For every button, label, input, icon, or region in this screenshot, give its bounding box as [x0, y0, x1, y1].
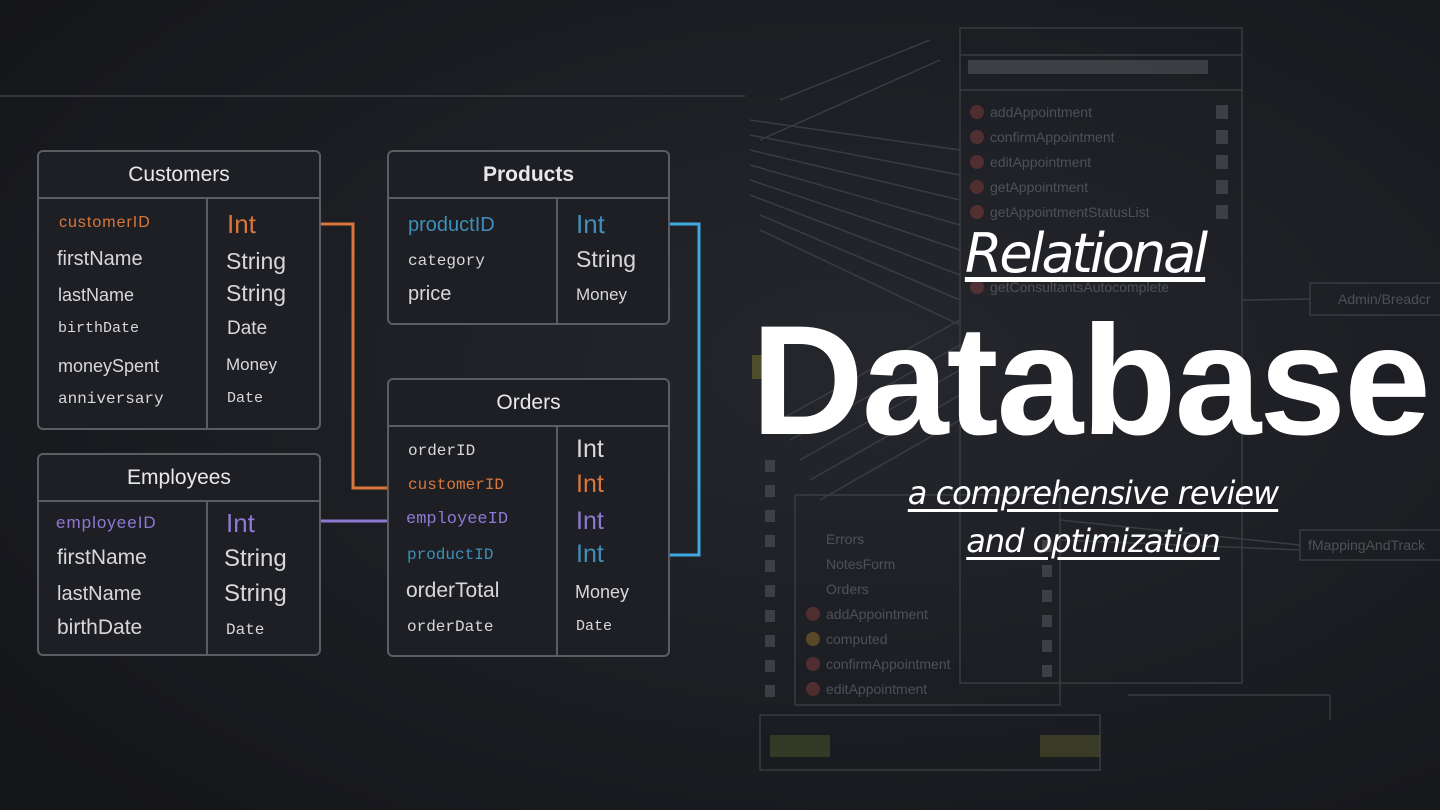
products-table: Products productID category price Int St… [387, 150, 670, 325]
orders-type-productid: Int [576, 540, 604, 568]
orders-type-orderdate: Date [576, 618, 613, 635]
orders-type-employeeid: Int [576, 507, 604, 535]
customers-field-moneyspent: moneySpent [58, 356, 160, 376]
products-type-category: String [576, 246, 637, 272]
products-field-productid: productID [408, 214, 495, 236]
employees-table: Employees employeeID firstName lastName … [37, 453, 321, 656]
bg-method-label: Orders [826, 581, 869, 597]
employees-type-firstname: String [224, 545, 287, 572]
employees-type-lastname: String [224, 580, 287, 607]
bg-method-label: computed [826, 631, 887, 647]
bg-method-label: confirmAppointment [990, 129, 1115, 145]
products-type-price: Money [576, 285, 628, 304]
employees-field-firstname: firstName [57, 546, 147, 569]
bg-method-label: editAppointment [990, 154, 1091, 170]
customers-type-birthdate: Date [227, 318, 268, 339]
bg-node-label: fMappingAndTrack [1308, 537, 1426, 553]
bg-method-label: confirmAppointment [826, 656, 951, 672]
products-field-category: category [408, 252, 485, 270]
orders-type-customerid: Int [576, 470, 604, 498]
customers-table-title: Customers [39, 152, 319, 199]
bg-method-label: addAppointment [990, 104, 1092, 120]
bg-method-label: addAppointment [826, 606, 928, 622]
orders-table-title: Orders [389, 380, 668, 427]
customers-field-birthdate: birthDate [58, 320, 140, 337]
customers-field-lastname: lastName [58, 285, 135, 305]
customers-type-lastname: String [226, 280, 287, 306]
customers-type-anniversary: Date [227, 390, 264, 407]
bg-node-label: Admin/Breadcr [1338, 291, 1431, 307]
orders-type-orderid: Int [576, 435, 604, 463]
products-field-price: price [408, 283, 452, 305]
orders-type-ordertotal: Money [575, 582, 630, 602]
orders-field-customerid: customerID [408, 476, 505, 494]
headline-database: Database [751, 294, 1431, 468]
employees-field-birthdate: birthDate [57, 616, 143, 639]
employees-type-employeeid: Int [226, 508, 255, 538]
bg-method-label: getAppointmentStatusList [990, 204, 1150, 220]
employees-field-employeeid: employeeID [56, 513, 157, 532]
bg-method-label: getConsultantsAutocomplete [990, 279, 1169, 295]
employees-type-birthdate: Date [226, 621, 265, 639]
customers-type-customerid: Int [227, 209, 256, 239]
bg-method-label: getAppointment [990, 179, 1088, 195]
orders-field-orderid: orderID [408, 442, 476, 460]
headline-subtitle-line1: a comprehensive review [907, 474, 1279, 512]
bg-method-label: NotesForm [826, 556, 895, 572]
orders-field-orderdate: orderDate [407, 618, 494, 636]
employees-table-title: Employees [39, 455, 319, 502]
bg-method-label: Errors [826, 531, 864, 547]
employees-field-lastname: lastName [57, 583, 142, 605]
products-table-title: Products [389, 152, 668, 199]
headline-subtitle-line2: and optimization [966, 522, 1220, 560]
orders-table: Orders orderID customerID employeeID pro… [387, 378, 670, 657]
customers-field-firstname: firstName [57, 248, 143, 270]
orders-field-productid: productID [407, 546, 494, 564]
bg-method-label: editAppointment [826, 681, 927, 697]
customers-field-customerid: customerID [59, 214, 151, 231]
orders-field-ordertotal: orderTotal [406, 579, 500, 602]
customers-type-moneyspent: Money [226, 355, 278, 374]
customers-type-firstname: String [226, 248, 287, 274]
customers-table: Customers customerID firstName lastName … [37, 150, 321, 430]
products-type-productid: Int [576, 209, 605, 239]
orders-field-employeeid: employeeID [406, 510, 509, 529]
headline-relational: Relational [964, 222, 1208, 285]
customers-field-anniversary: anniversary [58, 390, 164, 408]
